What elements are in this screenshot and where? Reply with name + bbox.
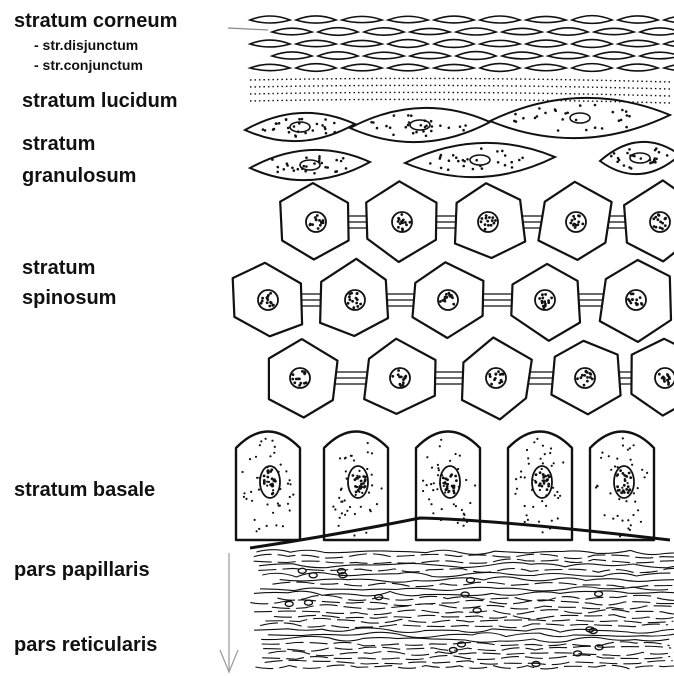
stratum-corneum-layer (250, 16, 674, 72)
stratum-granulosum-layer (245, 98, 674, 180)
stratum-spinosum-layer (233, 180, 674, 419)
corneum-pointer-line (228, 28, 268, 30)
dermis-depth-arrow (220, 553, 238, 672)
dermis-layer (250, 550, 674, 669)
stratum-basale-layer (236, 432, 670, 549)
